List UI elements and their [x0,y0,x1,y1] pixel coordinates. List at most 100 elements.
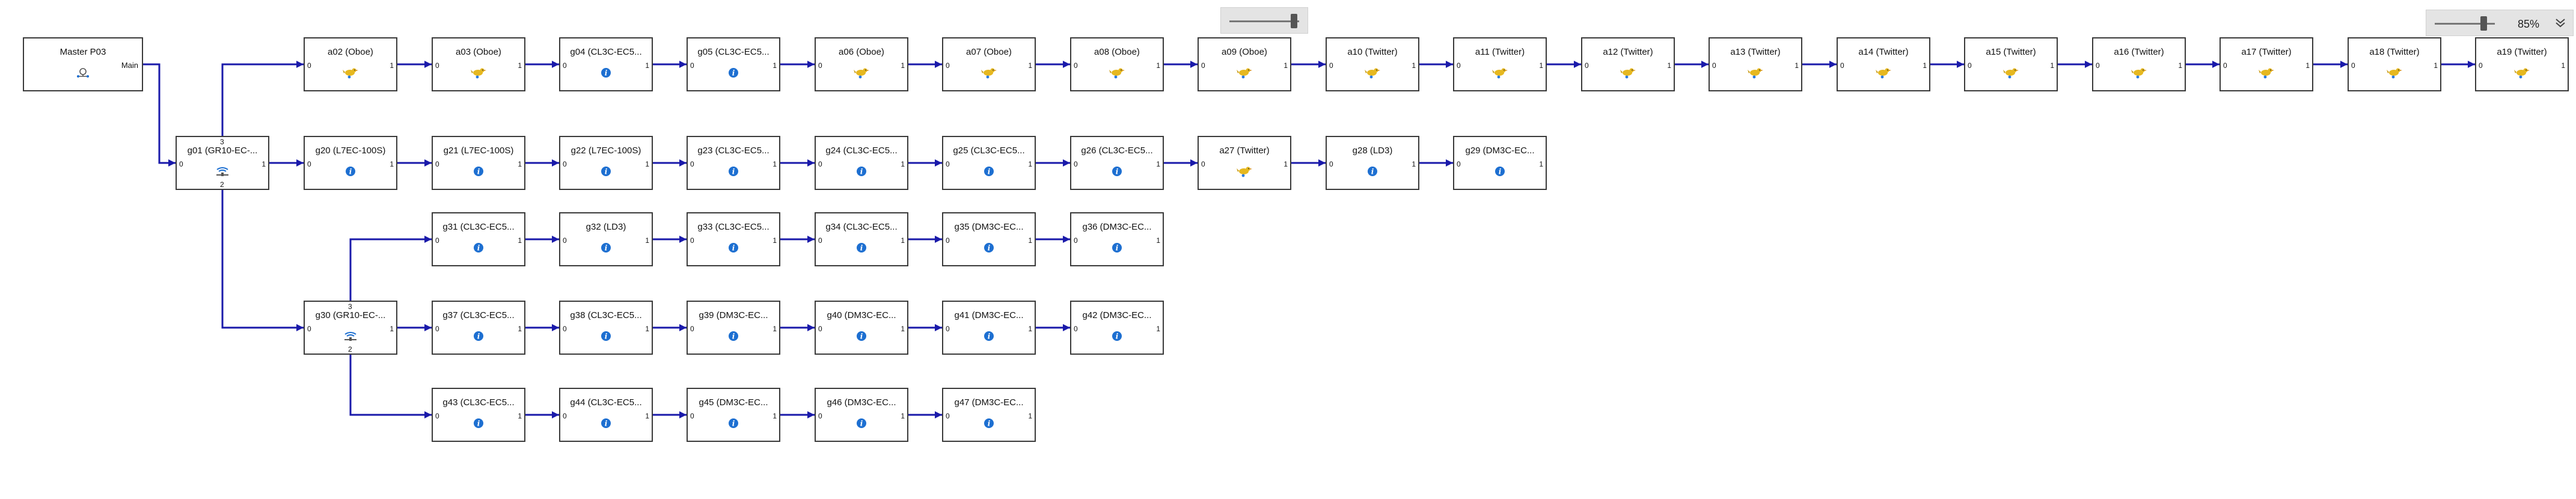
output-port: 1 [1539,61,1543,70]
output-port: 1 [645,236,649,245]
output-port: 1 [772,325,777,333]
svg-text:i: i [732,244,735,253]
svg-text:i: i [1116,168,1119,176]
input-port: 0 [563,236,567,245]
node-title: a14 (Twitter) [1858,47,1909,57]
svg-text:i: i [605,332,608,341]
zoom-chevron-down-icon[interactable] [2553,15,2568,31]
input-port: 0 [818,61,822,70]
wire-arrowhead [552,159,559,167]
wire-arrowhead [424,236,432,243]
input-port: 0 [307,61,311,70]
output-port: 1 [901,160,905,168]
zoom-control[interactable]: 85% [2426,10,2574,36]
info-icon: i [729,331,738,341]
output-port: 1 [1028,236,1032,245]
wire-arrowhead [1446,61,1453,68]
output-port: 1 [1539,160,1543,168]
info-icon: i [346,167,355,176]
node-title: a15 (Twitter) [1986,47,2036,57]
output-port: 1 [901,325,905,333]
svg-text:i: i [349,168,352,176]
node-title: a07 (Oboe) [966,47,1012,57]
slider-thumb[interactable] [1291,14,1297,28]
input-port: 0 [307,325,311,333]
node-title: g04 (CL3C-EC5... [570,47,642,57]
zoom-thumb[interactable] [2480,16,2487,31]
wire-arrowhead [807,236,815,243]
info-icon: i [1495,167,1505,176]
node-title: a16 (Twitter) [2114,47,2164,57]
wire-arrowhead [424,411,432,418]
info-icon: i [601,68,611,78]
output-port: 1 [518,412,522,420]
master-node[interactable]: Master P03 Main [23,37,143,91]
node-title: g36 (DM3C-EC... [1082,222,1152,232]
input-port: 0 [690,236,694,245]
node-title: a18 (Twitter) [2369,47,2420,57]
wire-arrowhead [935,411,942,418]
node-title: a02 (Oboe) [328,47,373,57]
svg-text:i: i [860,420,863,428]
output-port: 1 [645,412,649,420]
node-title: a27 (Twitter) [1219,145,1270,156]
secondary-zoom-slider[interactable] [1220,7,1308,34]
output-port: 1 [772,412,777,420]
svg-text:i: i [477,244,480,253]
wire [143,63,176,164]
info-icon: i [474,167,483,176]
input-port: 0 [1074,325,1078,333]
svg-text:i: i [605,420,608,428]
input-port: 0 [818,325,822,333]
input-port: 0 [563,325,567,333]
